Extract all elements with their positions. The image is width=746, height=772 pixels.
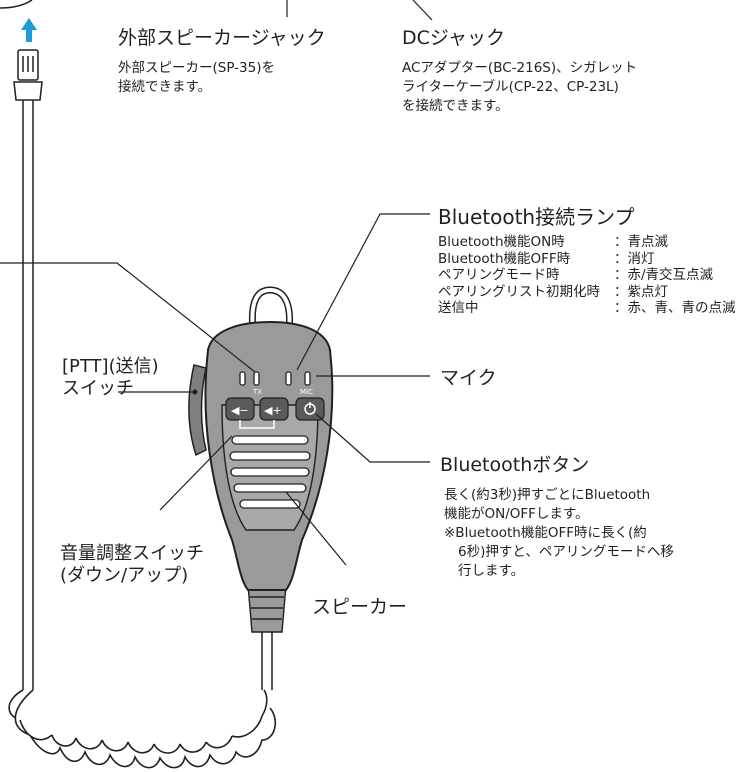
leader-bt-lamp xyxy=(296,213,430,371)
mic-title: マイク xyxy=(440,367,497,389)
ptt-dot xyxy=(192,389,198,395)
volume-bracket xyxy=(239,420,275,429)
dc-jack-desc: ACアダプター(BC-216S)、シガレット ライターケーブル(CP-22、CP… xyxy=(402,60,638,114)
leader-lines xyxy=(0,213,430,566)
svg-text:◀−: ◀− xyxy=(231,404,249,417)
volume-switch-label: 音量調整スイッチ (ダウン/アップ) xyxy=(60,543,204,586)
bt-lamp-title: Bluetooth接続ランプ xyxy=(438,205,635,229)
strain-relief xyxy=(247,584,287,633)
ptt-switch-label: [PTT](送信) スイッチ xyxy=(62,356,159,399)
ext-speaker-jack-title: 外部スピーカージャック xyxy=(118,27,326,49)
bt-lamp-row: Bluetooth機能ON時：青点滅 xyxy=(438,234,668,250)
leader-dc-jack xyxy=(412,0,433,21)
tx-led xyxy=(239,371,260,386)
speaker-grille xyxy=(229,435,311,509)
leader-speaker xyxy=(285,491,347,566)
coiled-cord xyxy=(8,689,277,769)
bt-lamp-row: ペアリングモード時：赤/青交互点滅 xyxy=(438,267,714,283)
bt-button-title: Bluetoothボタン xyxy=(440,454,590,476)
speaker-title: スピーカー xyxy=(312,596,408,618)
svg-text:◀+: ◀+ xyxy=(264,404,282,417)
ext-speaker-jack-desc: 外部スピーカー(SP-35)を 接続できます。 xyxy=(118,60,275,95)
bt-lamp-row: Bluetooth機能OFF時：消灯 xyxy=(438,250,655,267)
bt-button-desc: 長く(約3秒)押すごとにBluetooth 機能がON/OFFします。 ※Blu… xyxy=(444,487,674,579)
bt-lamp-row: ペアリングリスト初期化時：紫点灯 xyxy=(438,283,668,300)
leader-volume xyxy=(159,435,233,511)
volume-down-button: ◀− xyxy=(225,397,255,421)
dc-jack-title: DCジャック xyxy=(402,27,505,49)
mic-label: MIC xyxy=(300,388,313,396)
bt-lamp-status-table: Bluetooth機能ON時：青点滅 Bluetooth機能OFF時：消灯 ペア… xyxy=(438,234,738,317)
device-edge-arc xyxy=(0,0,33,9)
volume-up-button: ◀+ xyxy=(259,397,289,421)
cord-to-mic xyxy=(261,625,273,690)
leader-bt-button xyxy=(315,413,430,463)
plug-connector xyxy=(13,49,43,101)
connector-arrow xyxy=(21,18,37,42)
leader-unnamed-left xyxy=(0,262,256,373)
tx-label: TX xyxy=(252,388,262,396)
bt-lamp-row: 送信中：赤、青、青の点滅 xyxy=(438,300,736,316)
cable xyxy=(22,100,34,690)
bt-led xyxy=(285,371,311,386)
